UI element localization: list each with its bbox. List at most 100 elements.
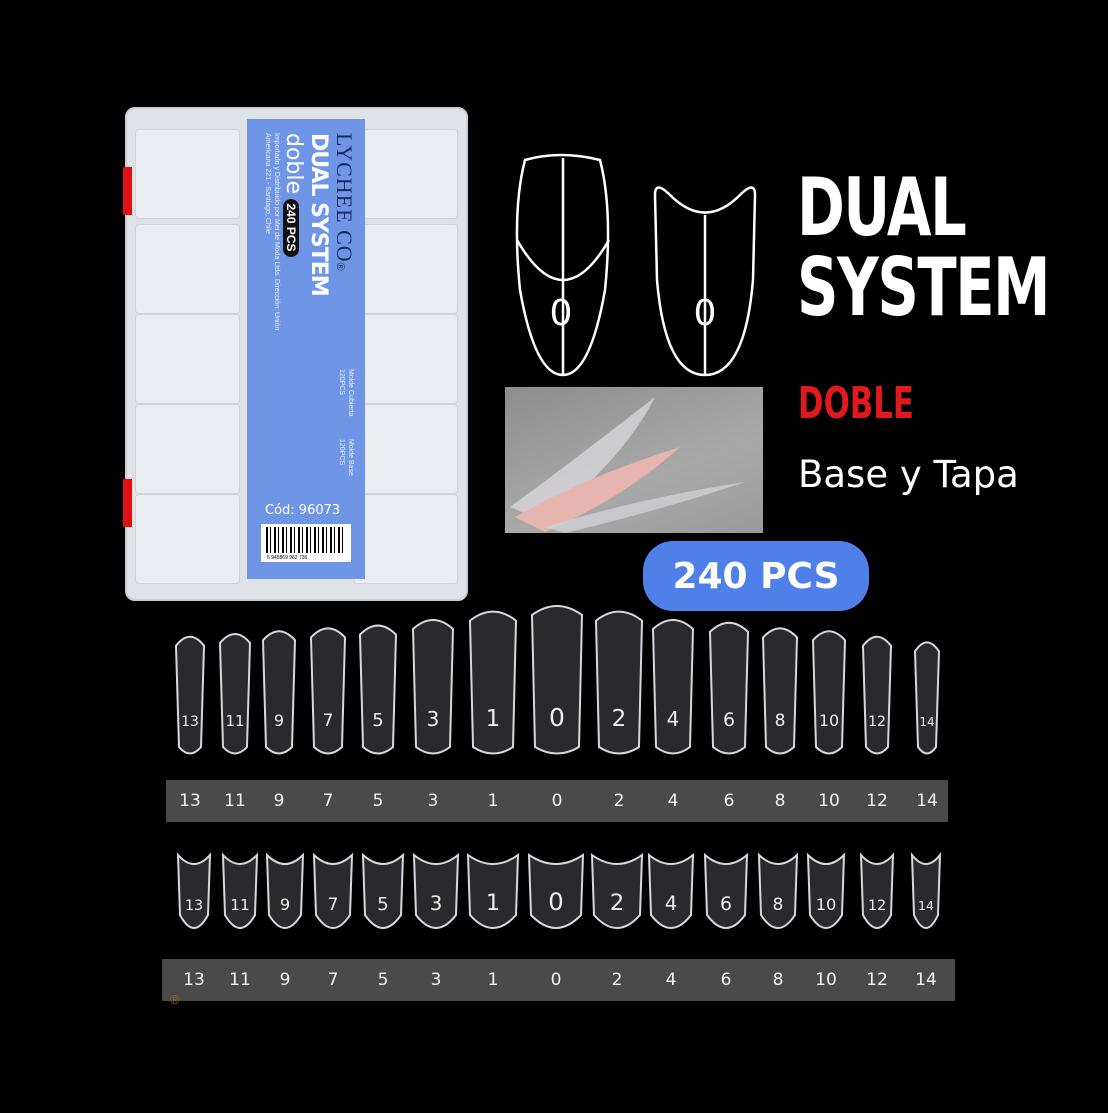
- tagline: Base y Tapa: [798, 453, 1019, 496]
- base-tip: 9: [265, 852, 305, 929]
- box-clip: [123, 167, 132, 215]
- size-label: 7: [322, 791, 334, 811]
- subtitle: DOBLE: [798, 378, 914, 429]
- base-tip: 11: [221, 852, 259, 929]
- tip-number: 6: [723, 709, 735, 731]
- size-label: 8: [772, 970, 784, 990]
- tip-number: 5: [377, 894, 388, 915]
- size-label: 6: [720, 970, 732, 990]
- top-tip-outline: [515, 153, 610, 377]
- tip-number: 10: [819, 711, 839, 730]
- tip-number: 11: [230, 896, 249, 914]
- base-tip: 5: [361, 852, 405, 929]
- tip-number: 1: [486, 890, 500, 916]
- size-label: 0: [550, 970, 562, 990]
- base-tip: 0: [527, 853, 585, 929]
- tip-number: 1: [486, 706, 501, 732]
- size-label: 9: [279, 970, 291, 990]
- top-tip: 11: [218, 633, 252, 755]
- top-tip: 5: [358, 624, 398, 755]
- tip-number: 12: [868, 714, 886, 730]
- size-label: 13: [179, 791, 201, 811]
- size-label: 14: [915, 970, 937, 990]
- nail-tip-diagram: 0 0: [515, 153, 757, 377]
- base-tip-number: 0: [694, 293, 717, 334]
- tip-number: 6: [720, 893, 732, 915]
- tip-number: 3: [430, 892, 443, 915]
- headline-line-2: SYSTEM: [797, 241, 1050, 334]
- top-tip: 14: [913, 641, 941, 755]
- size-label: 4: [667, 791, 679, 811]
- tip-number: 9: [280, 895, 290, 914]
- size-label: 1: [487, 970, 499, 990]
- size-label: 7: [327, 970, 339, 990]
- box-clip: [123, 479, 132, 527]
- barcode: 6 945869 962 736: [261, 524, 351, 562]
- top-tip: 10: [811, 630, 847, 755]
- base-tip: 14: [910, 851, 942, 929]
- tip-number: 7: [328, 895, 339, 915]
- size-label: 2: [613, 791, 625, 811]
- tip-number: 4: [667, 707, 680, 731]
- size-label: 9: [273, 791, 285, 811]
- top-tip: 8: [761, 627, 799, 755]
- tip-number: 4: [665, 892, 678, 915]
- tip-number: 5: [372, 710, 383, 731]
- box-compartment: [353, 404, 458, 494]
- size-label: 0: [551, 791, 563, 811]
- top-tip: 13: [174, 635, 206, 755]
- product-photo: [505, 387, 763, 533]
- base-tip: 1: [466, 853, 520, 929]
- tip-number: 13: [181, 714, 199, 730]
- top-tip: 9: [261, 630, 297, 755]
- size-label: 1: [487, 791, 499, 811]
- size-label: 11: [224, 791, 246, 811]
- size-label: 10: [815, 970, 837, 990]
- size-label: 12: [866, 791, 888, 811]
- top-tip: 1: [468, 610, 518, 755]
- base-tip: 3: [412, 852, 460, 929]
- tip-number: 13: [185, 898, 203, 914]
- tip-number: 9: [274, 711, 284, 730]
- base-tip: 10: [806, 852, 846, 929]
- top-tip: 4: [651, 619, 695, 755]
- top-tip: 7: [309, 627, 347, 755]
- top-tip: 2: [594, 610, 644, 755]
- size-label: 13: [183, 970, 205, 990]
- tip-number: 8: [773, 895, 784, 915]
- base-tip-outline: [653, 186, 757, 377]
- headline-line-1: DUAL: [797, 161, 967, 254]
- top-tip-number: 0: [550, 293, 573, 334]
- box-compartment: [353, 224, 458, 314]
- tip-number: 7: [323, 711, 334, 731]
- tip-number: 14: [918, 898, 934, 913]
- tip-number: 8: [775, 711, 786, 731]
- top-tip: 6: [708, 621, 750, 755]
- base-tip: 7: [312, 852, 354, 929]
- corner-registered-mark: ®: [170, 992, 180, 1007]
- tip-number: 2: [610, 890, 624, 916]
- box-compartment: [135, 404, 240, 494]
- base-tip: 4: [647, 852, 695, 929]
- top-tip: 3: [411, 619, 455, 755]
- base-tip: 6: [703, 852, 749, 929]
- size-label: 8: [774, 791, 786, 811]
- box-compartment: [353, 494, 458, 584]
- base-tip: 12: [859, 852, 895, 929]
- piece-count-badge: 240 PCS: [643, 541, 869, 611]
- tip-number: 14: [919, 715, 934, 729]
- box-compartment: [135, 224, 240, 314]
- size-label: 5: [377, 970, 389, 990]
- tip-number: 12: [868, 898, 886, 914]
- tip-number: 0: [548, 887, 563, 916]
- product-box: LYCHEE CO® DUAL SYSTEM doble 240 PCS Imp…: [123, 107, 468, 601]
- product-code: Cód: 96073: [265, 503, 341, 518]
- box-compartment: [135, 129, 240, 219]
- barcode-digits: 6 945869 962 736: [267, 555, 308, 561]
- base-tip: 13: [176, 852, 212, 929]
- size-label: 11: [229, 970, 251, 990]
